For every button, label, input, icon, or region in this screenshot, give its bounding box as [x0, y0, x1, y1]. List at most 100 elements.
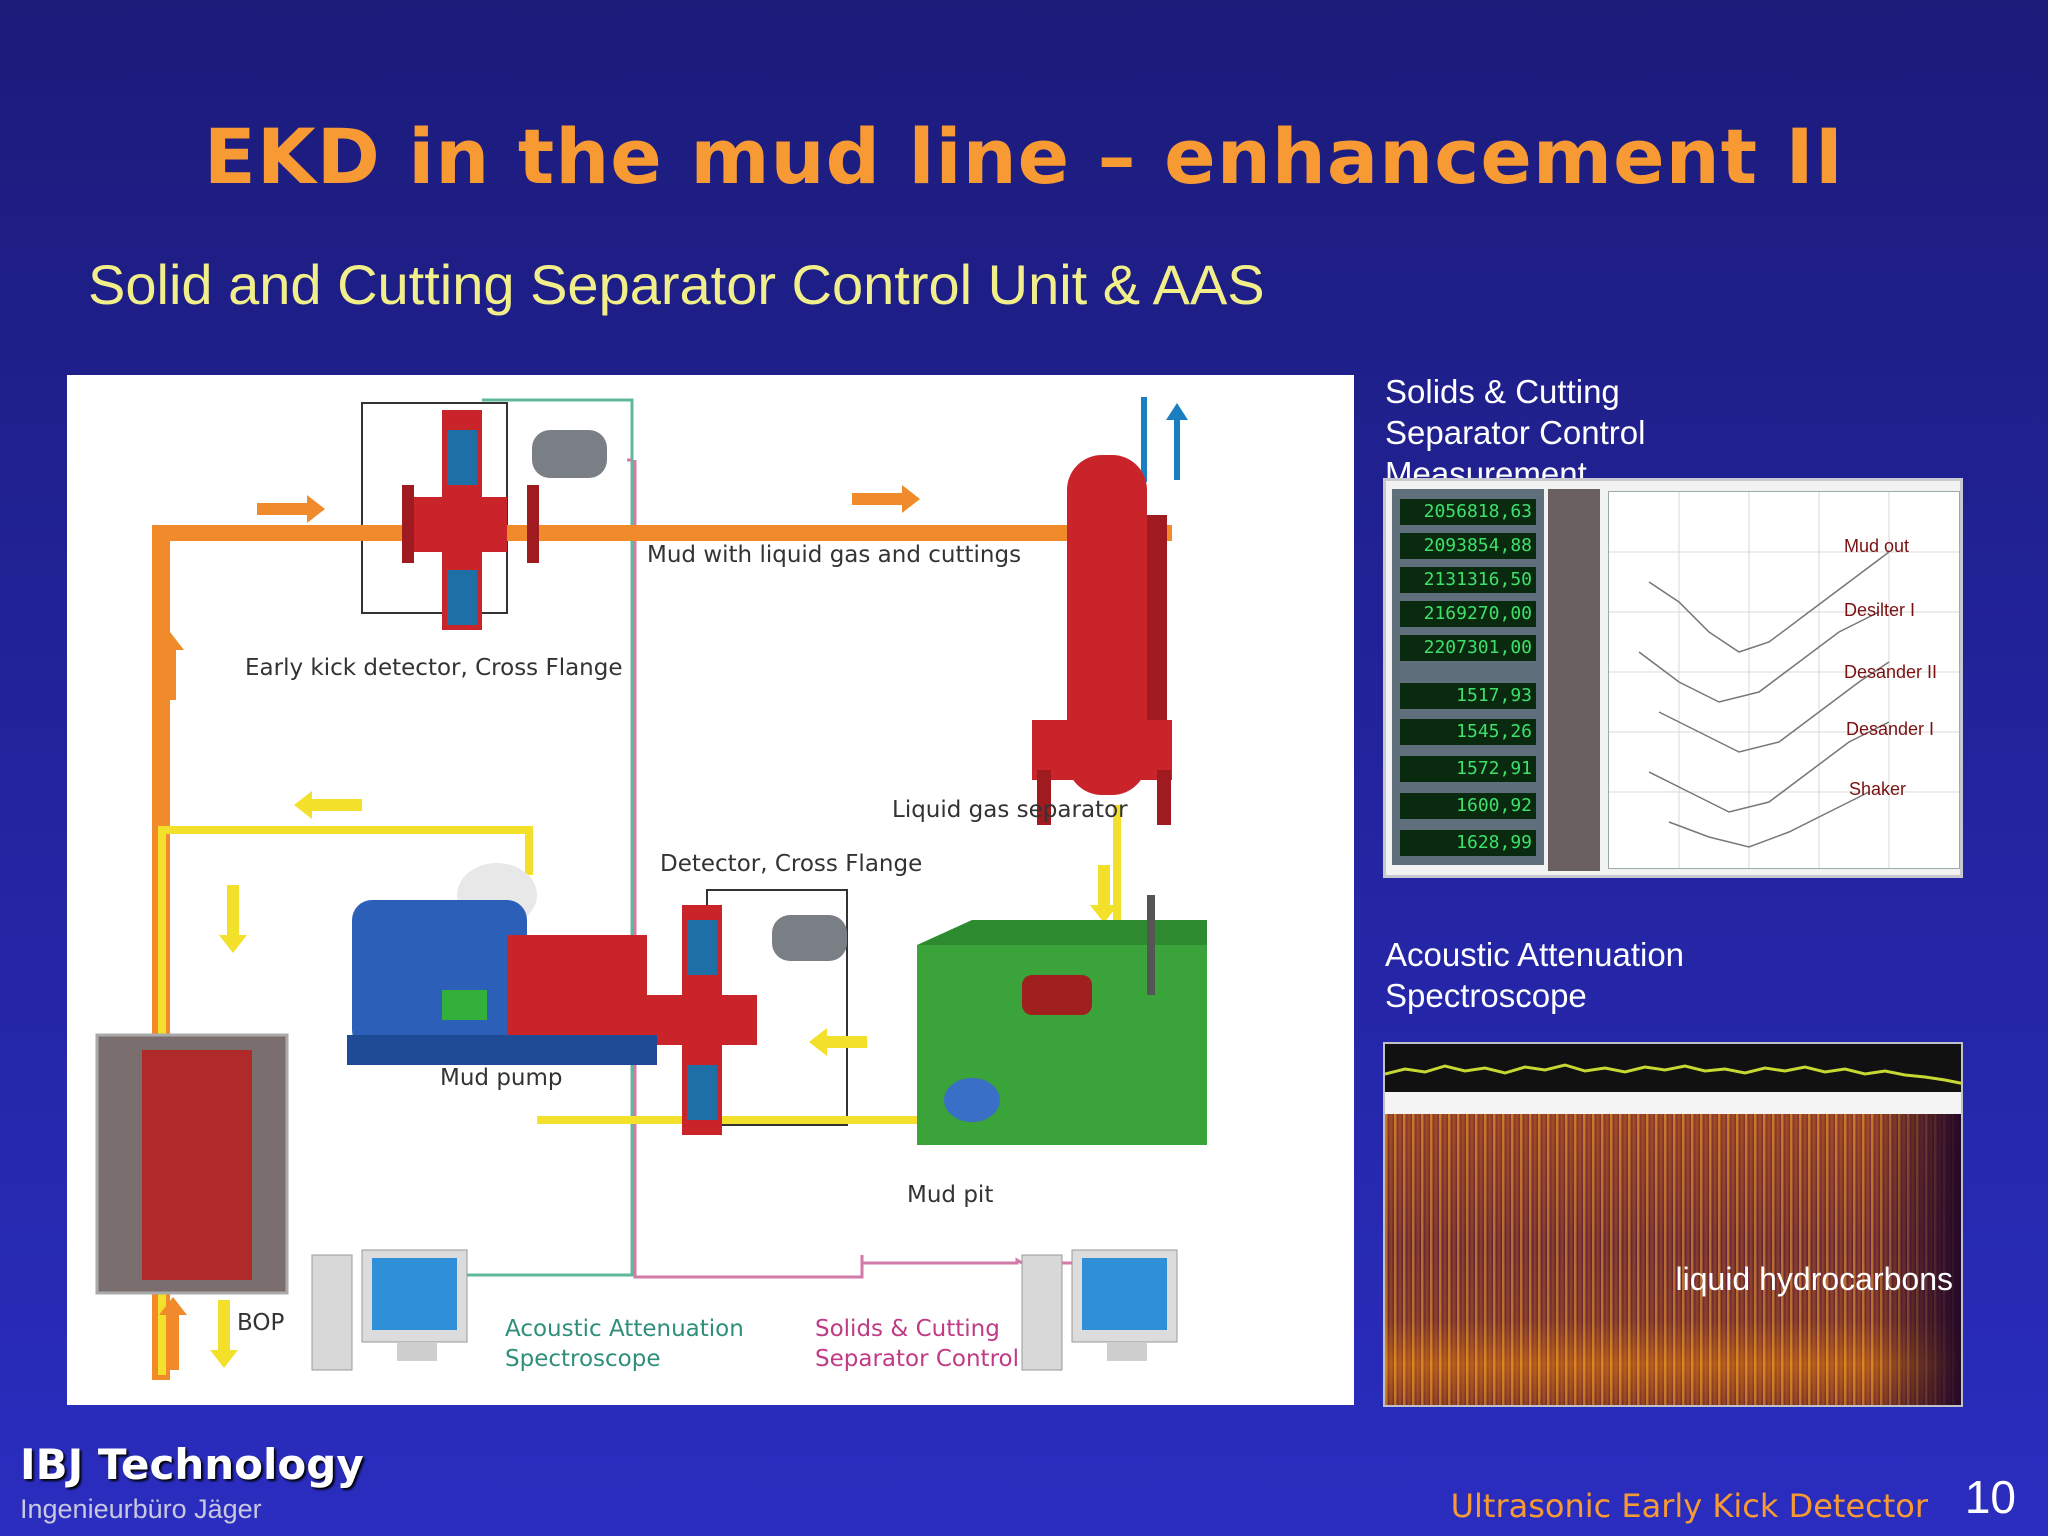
arrow-down-yellow: [219, 885, 247, 953]
pump-body: [352, 900, 527, 1050]
aas-heading-line: Spectroscope: [1385, 977, 1587, 1014]
aas-heading: Acoustic Attenuation Spectroscope: [1385, 934, 1684, 1016]
plot-label: Mud out: [1844, 536, 1910, 556]
arrow-right-1: [257, 495, 325, 523]
arrow-right-2: [852, 485, 920, 513]
pump-base: [347, 1035, 657, 1065]
readout-value: 1517,93: [1400, 683, 1536, 709]
plot-label: Desander II: [1844, 662, 1938, 682]
readout-column: 2056818,63 2093854,88 2131316,50 2169270…: [1392, 489, 1544, 865]
readout-value: 1628,99: [1400, 830, 1536, 856]
spectrogram-image: [1385, 1114, 1961, 1405]
aas-spectrogram: liquid hydrocarbons: [1383, 1042, 1963, 1407]
signal-wire-aas: [462, 398, 634, 1277]
arrow-down-right: [1090, 865, 1118, 923]
label-scs-line2: Separator Control: [815, 1346, 1019, 1372]
scs-screenshot: 2056818,63 2093854,88 2131316,50 2169270…: [1383, 478, 1963, 878]
readout-value: 2131316,50: [1400, 567, 1536, 593]
label-liquid-gas-separator: Liquid gas separator: [892, 797, 1128, 823]
trend-plot-grid: [1609, 492, 1959, 868]
trend-line: [1668, 791, 1870, 848]
liquid-hydrocarbons-label: liquid hydrocarbons: [1675, 1261, 1954, 1297]
divider-bar: [1548, 489, 1600, 871]
scs-computer-screen: [1082, 1258, 1167, 1330]
footer-title: Ultrasonic Early Kick Detector: [1450, 1487, 1928, 1525]
cross-flange-top-collar-r: [527, 485, 539, 563]
label-mud-pit: Mud pit: [907, 1182, 994, 1208]
cross-flange-top-blue-d: [447, 570, 477, 625]
sensor-top: [532, 430, 607, 478]
slide-subtitle: Solid and Cutting Separator Control Unit…: [88, 253, 1265, 316]
process-diagram: Mud with liquid gas and cuttings Early k…: [67, 375, 1354, 1405]
readout-value: 2169270,00: [1400, 601, 1536, 627]
mud-pit-top: [917, 920, 1207, 945]
diagram-drawing: [95, 397, 1207, 1380]
plot-label: Shaker: [1849, 779, 1907, 799]
label-scs-line1: Solids & Cutting: [815, 1316, 1000, 1342]
mud-pit-lamp: [1147, 895, 1155, 995]
arrow-left-mid: [809, 1028, 867, 1056]
label-aas-line1: Acoustic Attenuation: [505, 1316, 744, 1342]
bop-frame: [95, 1033, 289, 1295]
readout-value: 2207301,00: [1400, 635, 1536, 661]
cross-flange-top-blue-u: [447, 430, 477, 485]
signal-wire-pink-right: [860, 1255, 1107, 1265]
trend-plot: Mud out Desilter I Desander II Desander …: [1608, 491, 1960, 869]
signal-wire-scs-path: [602, 460, 632, 1275]
scs-computer-stand: [1107, 1343, 1147, 1361]
arrow-up-left: [156, 632, 184, 700]
cross-flange-top-h: [407, 497, 507, 552]
readout-value: 1545,26: [1400, 719, 1536, 745]
slide-title: EKD in the mud line – enhancement II: [203, 112, 1845, 201]
brand-name: IBJ Technology: [20, 1440, 364, 1489]
sensor-bottom: [772, 915, 847, 961]
spectrogram-edge: [1871, 1114, 1961, 1405]
cross-flange-bot-blue-u: [687, 920, 717, 975]
cross-flange-top-collar-l: [402, 485, 414, 563]
label-mud-flow: Mud with liquid gas and cuttings: [647, 542, 1022, 568]
label-aas-line2: Spectroscope: [505, 1346, 661, 1372]
pump-head: [507, 935, 647, 1045]
trend-line: [1648, 551, 1890, 653]
plot-label: Desander I: [1846, 719, 1935, 739]
separator-leg-l: [1037, 770, 1051, 825]
separator-side: [1147, 515, 1167, 745]
pump-green-box: [442, 990, 487, 1020]
vent-pipe: [1141, 397, 1147, 482]
spectrum-axis: [1385, 1092, 1961, 1114]
separator-leg-r: [1157, 770, 1171, 825]
arrow-left-yellow: [294, 791, 362, 819]
bop-stack: [142, 1050, 252, 1280]
label-detector: Detector, Cross Flange: [660, 851, 923, 877]
readout-value: 2093854,88: [1400, 533, 1536, 559]
page-number: 10: [1964, 1471, 2016, 1523]
scs-heading-line: Separator Control: [1385, 414, 1646, 451]
separator-tank: [1067, 455, 1147, 795]
aas-computer-tower: [311, 1254, 353, 1371]
label-early-kick: Early kick detector, Cross Flange: [245, 655, 623, 681]
arrow-down-bottom: [210, 1300, 238, 1368]
scs-heading: Solids & Cutting Separator Control Measu…: [1385, 371, 1645, 494]
readout-value: 2056818,63: [1400, 499, 1536, 525]
aas-computer-stand: [397, 1343, 437, 1361]
separator-base: [1032, 720, 1172, 780]
scs-computer-tower: [1021, 1254, 1063, 1371]
cross-flange-bot-blue-d: [687, 1065, 717, 1120]
brand-subtitle: Ingenieurbüro Jäger: [20, 1494, 262, 1524]
trend-line: [1658, 661, 1890, 753]
spectrum-trace-svg: [1385, 1063, 1961, 1085]
mud-line-horizontal: [152, 525, 1172, 541]
mud-pit-motor: [1022, 975, 1092, 1015]
mud-pit-blue: [944, 1078, 1000, 1122]
arrow-up-bottom: [159, 1297, 187, 1370]
readout-value: 1600,92: [1400, 793, 1536, 819]
label-bop: BOP: [237, 1310, 285, 1336]
readout-value: 1572,91: [1400, 756, 1536, 782]
aas-heading-line: Acoustic Attenuation: [1385, 936, 1685, 973]
aas-computer-screen: [372, 1258, 457, 1330]
label-mud-pump: Mud pump: [440, 1065, 563, 1091]
cross-flange-bot-h: [647, 995, 757, 1045]
trend-line: [1638, 611, 1880, 703]
signal-wire-pink-route: [633, 460, 864, 1279]
plot-label: Desilter I: [1844, 600, 1916, 620]
